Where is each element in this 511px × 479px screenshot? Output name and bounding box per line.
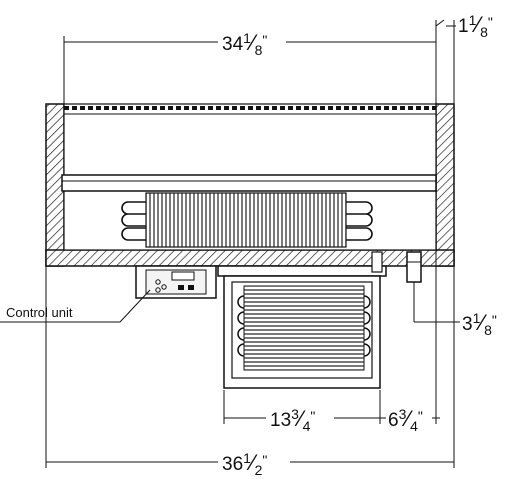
control-unit-leader <box>0 289 151 323</box>
cabinet <box>45 103 455 267</box>
condensing-unit <box>217 251 387 389</box>
dim-top-right <box>435 19 456 104</box>
dim-right-drop-label: 31⁄8" <box>462 310 497 338</box>
cabinet-right-wall <box>435 103 455 267</box>
dim-unit-widths <box>223 104 440 424</box>
control-unit <box>135 265 217 299</box>
dim-top-width-label: 341⁄8" <box>222 30 267 58</box>
dim-top-right-label: 11⁄8" <box>458 12 493 40</box>
dim-unit-offset-label: 63⁄4" <box>388 406 423 434</box>
evaporator-coil <box>121 192 373 248</box>
drain-fitting <box>406 251 422 283</box>
dim-total-width <box>45 104 455 468</box>
dim-top-width <box>63 20 437 104</box>
pan-rail <box>61 174 437 192</box>
dim-total-width-label: 361⁄2" <box>222 450 267 478</box>
cabinet-bottom-wall <box>45 249 455 267</box>
dim-unit-width-label: 133⁄4" <box>270 406 315 434</box>
control-unit-label: Control unit <box>6 305 73 320</box>
dim-right-drop <box>413 282 460 323</box>
